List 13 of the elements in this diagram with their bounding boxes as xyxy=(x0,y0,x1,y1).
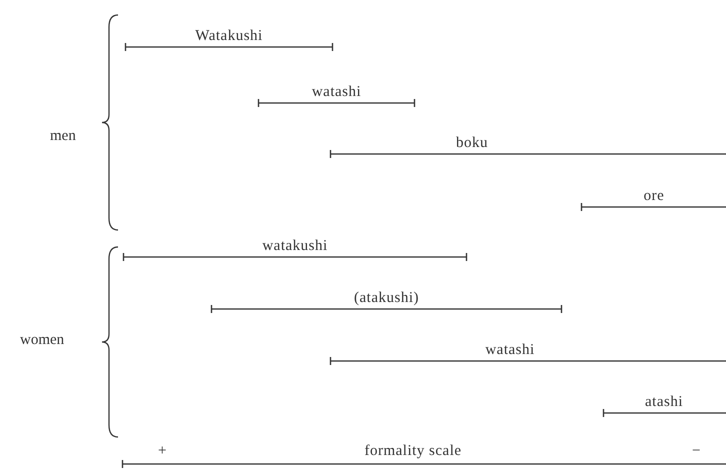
range-label: ore xyxy=(642,188,666,204)
range-label: boku xyxy=(455,135,489,151)
range-label: watashi xyxy=(310,84,362,100)
group-label: men xyxy=(50,128,76,145)
group-label: women xyxy=(20,332,64,349)
plus-sign: + xyxy=(158,443,166,460)
range-label: atashi xyxy=(644,394,684,410)
range-label: watashi xyxy=(484,342,536,358)
range-label: formality scale xyxy=(363,443,463,459)
range-label: Watakushi xyxy=(194,28,264,44)
range-label: watakushi xyxy=(261,238,329,254)
range-label: (atakushi) xyxy=(353,290,420,306)
minus-sign: − xyxy=(692,443,700,460)
